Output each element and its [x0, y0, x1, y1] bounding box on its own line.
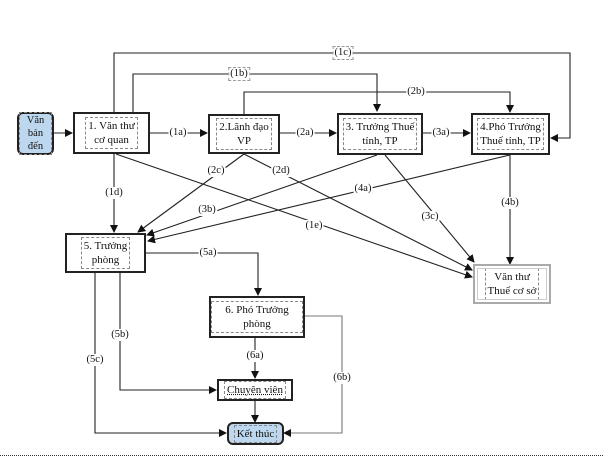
node-pho-truong-phong[interactable]: 6. Phó Trưởng phòng	[209, 296, 305, 338]
edge-label-1a: (1a)	[168, 127, 188, 139]
edge-label-3a: (3a)	[431, 127, 451, 139]
edge-5a	[146, 252, 262, 296]
edge-label-1c: (1c)	[332, 46, 354, 60]
edge-1c	[113, 52, 571, 142]
edge-1e	[115, 153, 473, 279]
edge-label-5c: (5c)	[85, 354, 105, 366]
edge-label-1b: (1b)	[228, 67, 250, 81]
edge-5b	[119, 273, 217, 394]
edge-label-3b: (3b)	[197, 204, 217, 216]
edge-3b	[146, 154, 378, 237]
node-label: 6. Phó Trưởng phòng	[211, 301, 303, 333]
edge-label-6b: (6b)	[332, 372, 352, 384]
edge-4a	[147, 154, 511, 244]
node-label: 1. Văn thư cơ quan	[85, 117, 138, 149]
edge-label-4a: (4a)	[353, 183, 373, 195]
edge-label-6a: (6a)	[245, 350, 265, 362]
node-pho-truong-thue-tinh[interactable]: 4.Phó Trưởng Thuế tỉnh, TP	[471, 113, 550, 155]
node-van-thu-thue-co-so[interactable]: Văn thư Thuế cơ sở	[473, 264, 551, 304]
edge-label-3c: (3c)	[420, 211, 440, 223]
node-label: 5. Trưởng phòng	[80, 237, 131, 269]
node-chuyen-vien[interactable]: Chuyên viên	[217, 379, 293, 401]
edge-label-2c: (2c)	[206, 165, 226, 177]
node-label: Kết thúc	[233, 424, 278, 443]
edge-1b	[132, 73, 381, 112]
page-divider	[0, 455, 603, 456]
node-label: Văn bản đến	[19, 112, 52, 155]
edge-label-2d: (2d)	[271, 165, 291, 177]
node-lanh-dao-vp[interactable]: 2.Lãnh đạo VP	[208, 114, 280, 154]
node-van-thu-co-quan[interactable]: 1. Văn thư cơ quan	[73, 112, 150, 154]
edge-label-1d: (1d)	[104, 187, 124, 199]
node-truong-thue-tinh[interactable]: 3. Trưởng Thuế tỉnh, TP	[337, 113, 423, 155]
edge-label-5b: (5b)	[110, 329, 130, 341]
edge-label-1e: (1e)	[304, 220, 324, 232]
node-truong-phong[interactable]: 5. Trưởng phòng	[65, 233, 146, 273]
edge-label-2b: (2b)	[406, 86, 426, 98]
edge-3c	[384, 154, 475, 263]
node-label: Văn thư Thuế cơ sở	[484, 268, 540, 300]
node-label: 4.Phó Trưởng Thuế tỉnh, TP	[477, 118, 544, 150]
edge-label-4b: (4b)	[500, 197, 520, 209]
edge-5c	[94, 273, 227, 437]
edge-2c	[137, 153, 245, 233]
node-label: 3. Trưởng Thuế tỉnh, TP	[342, 118, 418, 150]
node-label: Chuyên viên	[224, 381, 286, 399]
edge-label-5a: (5a)	[198, 247, 218, 259]
node-ket-thuc[interactable]: Kết thúc	[227, 422, 284, 445]
node-van-ban-den[interactable]: Văn bản đến	[17, 112, 54, 155]
node-label: 2.Lãnh đạo VP	[216, 118, 272, 150]
edge-2b	[243, 91, 514, 114]
edge-label-2a: (2a)	[295, 127, 315, 139]
